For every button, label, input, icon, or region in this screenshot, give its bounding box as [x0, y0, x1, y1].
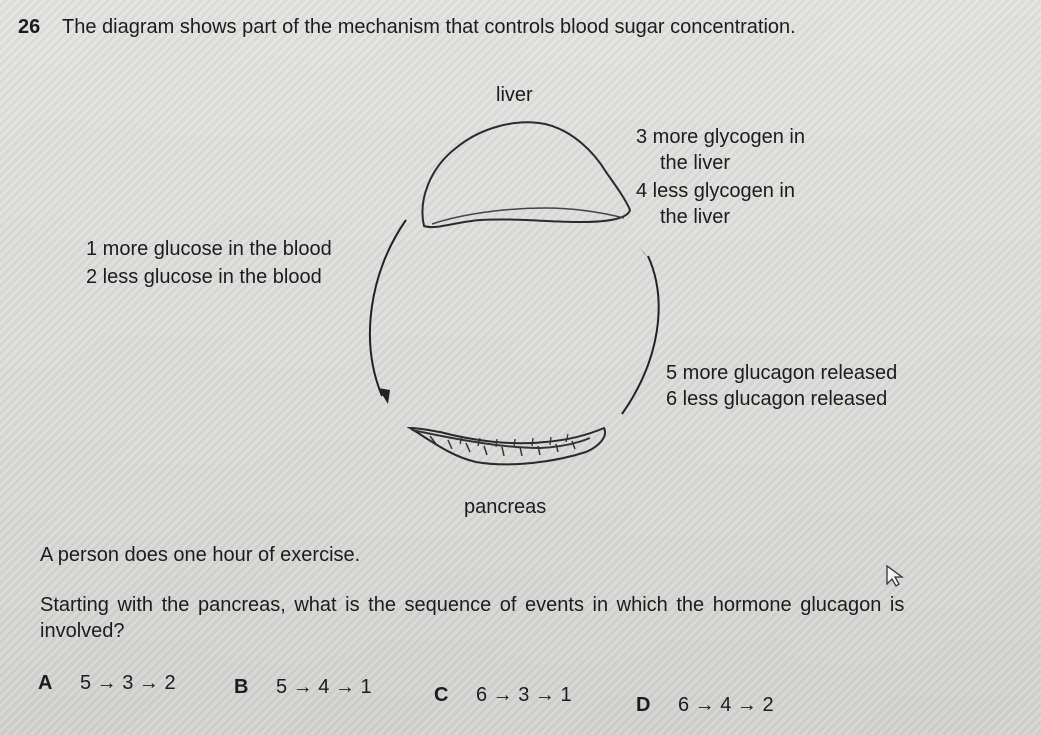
option-c-text[interactable]: 6 → 3 → 1	[476, 684, 572, 706]
liver-illustration	[421, 121, 632, 229]
pancreas-illustration	[406, 426, 606, 466]
mouse-pointer-icon	[886, 564, 904, 587]
question-stem: The diagram shows part of the mechanism …	[62, 16, 796, 38]
prompt-line-2: involved?	[40, 620, 125, 642]
option-b-text[interactable]: 5 → 4 → 1	[276, 676, 372, 698]
scenario-text: A person does one hour of exercise.	[40, 544, 361, 566]
label-2: 2 less glucose in the blood	[86, 266, 322, 288]
left-arrow	[369, 219, 407, 404]
liver-label: liver	[496, 84, 533, 106]
label-3-line2: the liver	[660, 152, 731, 174]
pancreas-label: pancreas	[464, 496, 547, 518]
label-6: 6 less glucagon released	[666, 388, 888, 410]
label-4-line2: the liver	[660, 206, 731, 228]
option-a-text[interactable]: 5 → 3 → 2	[80, 672, 176, 694]
question-number: 26	[18, 16, 41, 38]
option-c-letter[interactable]: C	[434, 684, 449, 706]
option-d-text[interactable]: 6 → 4 → 2	[678, 694, 774, 716]
option-b-letter[interactable]: B	[234, 676, 249, 698]
option-a-letter[interactable]: A	[38, 672, 53, 694]
label-5: 5 more glucagon released	[666, 362, 898, 384]
label-4-line1: 4 less glycogen in	[636, 180, 795, 202]
label-3-line1: 3 more glycogen in	[636, 126, 805, 148]
prompt-line-1: Starting with the pancreas, what is the …	[40, 594, 905, 616]
label-1: 1 more glucose in the blood	[86, 238, 332, 260]
right-arrow	[621, 248, 660, 415]
option-d-letter[interactable]: D	[636, 694, 651, 716]
